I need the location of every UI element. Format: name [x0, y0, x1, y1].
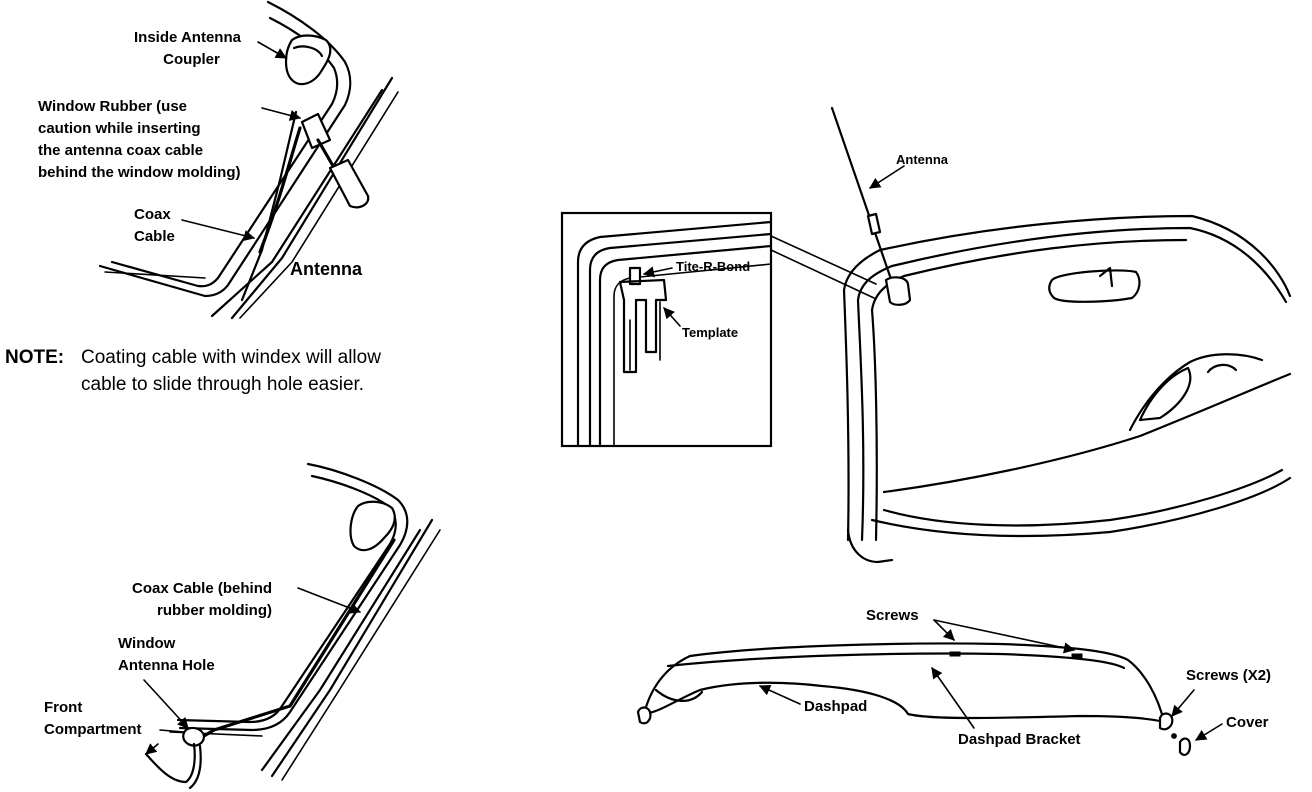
bottom-left-windshield: [144, 462, 441, 790]
label-window-rubber: Window Rubber (use caution while inserti…: [38, 98, 241, 181]
detail-inset: [560, 211, 877, 448]
label-cover: Cover: [1226, 714, 1269, 731]
label-antenna: Antenna: [896, 152, 948, 167]
label-coax-behind-molding: Coax Cable (behind rubber molding): [132, 580, 273, 619]
rear-view-mirror-icon: [1048, 269, 1141, 303]
label-dashpad-bracket: Dashpad Bracket: [958, 731, 1081, 748]
top-left-leaders: [181, 41, 302, 241]
label-tite-r-bond: Tite-R-Bond: [676, 259, 751, 274]
label-dashpad: Dashpad: [804, 698, 868, 715]
note-heading: NOTE:: [5, 347, 65, 368]
dashpad-assembly: [636, 619, 1223, 756]
top-left-windshield-corner: [98, 0, 399, 320]
label-front-compartment: Front Compartment: [44, 699, 142, 738]
label-antenna-title: Antenna: [290, 259, 362, 279]
label-screws: Screws: [866, 607, 919, 624]
antenna-base-icon: [884, 276, 912, 306]
label-window-antenna-hole: Window Antenna Hole: [118, 635, 215, 674]
cover-icon: [1178, 737, 1192, 756]
tite-r-bond-icon: [628, 266, 642, 286]
coupler-icon: [284, 34, 332, 86]
label-inside-antenna-coupler: Inside Antenna Coupler: [134, 29, 241, 68]
screwdriver-icon: [328, 158, 370, 209]
label-coax-cable: Coax Cable: [134, 206, 175, 245]
antenna-mast-icon: [830, 106, 894, 284]
label-screws-x2: Screws (X2): [1186, 667, 1272, 684]
bottom-left-leaders: [143, 587, 362, 755]
template-icon: [618, 278, 668, 374]
label-template: Template: [682, 325, 739, 340]
note-text: Coating cable with windex will allow cab…: [81, 347, 381, 395]
right-windshield: [830, 106, 1292, 564]
coupler-icon-2: [349, 500, 396, 552]
